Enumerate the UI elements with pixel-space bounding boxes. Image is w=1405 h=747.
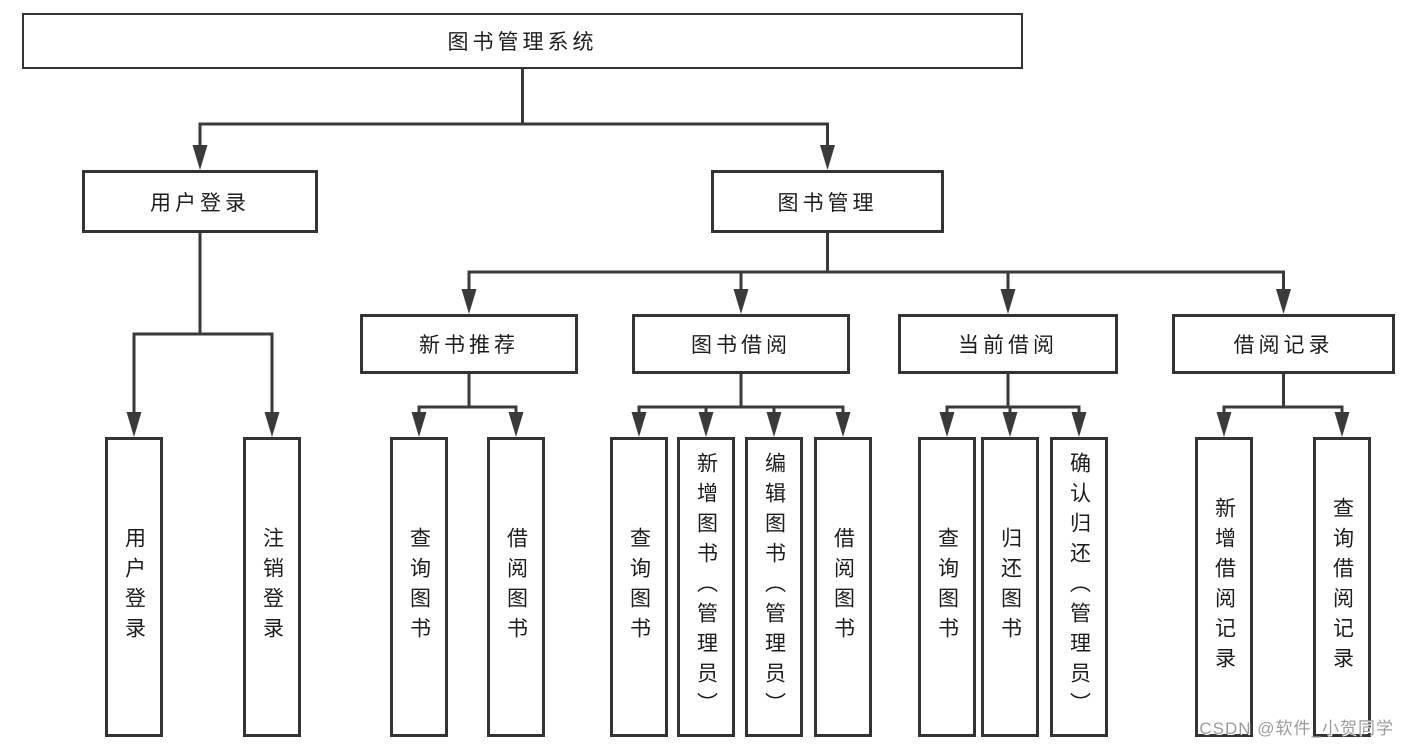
node-current-borrow: 当前借阅: [898, 314, 1118, 374]
node-label-leaf-bb-edit-book: 编辑图书（管理员）: [762, 452, 786, 722]
node-label-user-login: 用户登录: [150, 191, 250, 215]
node-leaf-bb-borrow-book: 借阅图书: [814, 437, 872, 737]
arrowhead-icon: [766, 412, 782, 437]
node-leaf-cb-return-book: 归还图书: [981, 437, 1039, 737]
node-label-leaf-user-login: 用户登录: [122, 527, 146, 647]
node-leaf-rec-query-book: 查询图书: [390, 437, 448, 737]
node-leaf-user-login: 用户登录: [105, 437, 163, 737]
node-label-leaf-bb-borrow-book: 借阅图书: [831, 527, 855, 647]
node-leaf-br-query-record: 查询借阅记录: [1313, 437, 1371, 737]
node-leaf-cb-query-book: 查询图书: [918, 437, 976, 737]
node-leaf-bb-edit-book: 编辑图书（管理员）: [745, 437, 803, 737]
arrowhead-icon: [631, 412, 647, 437]
arrowhead-icon: [1216, 412, 1232, 437]
arrowhead-icon: [1071, 412, 1087, 437]
arrowhead-icon: [733, 289, 749, 314]
node-label-current-borrow: 当前借阅: [958, 334, 1058, 357]
node-leaf-bb-add-book: 新增图书（管理员）: [677, 437, 735, 737]
node-root: 图书管理系统: [22, 13, 1023, 69]
node-label-book-borrow: 图书借阅: [691, 334, 791, 357]
node-leaf-bb-query-book: 查询图书: [610, 437, 668, 737]
node-label-leaf-br-query-record: 查询借阅记录: [1330, 497, 1354, 677]
node-label-leaf-rec-borrow-book: 借阅图书: [504, 527, 528, 647]
arrowhead-icon: [411, 412, 427, 437]
arrowhead-icon: [939, 412, 955, 437]
arrowhead-icon: [1276, 289, 1291, 314]
arrowhead-icon: [820, 145, 835, 170]
node-label-book-mgmt: 图书管理: [777, 191, 878, 215]
node-label-new-book-rec: 新书推荐: [419, 334, 519, 357]
arrowhead-icon: [1002, 412, 1018, 437]
node-label-leaf-cb-confirm-return: 确认归还（管理员）: [1067, 452, 1091, 722]
node-label-leaf-rec-query-book: 查询图书: [407, 527, 431, 647]
node-leaf-cb-confirm-return: 确认归还（管理员）: [1050, 437, 1108, 737]
arrowhead-icon: [192, 145, 208, 170]
node-leaf-rec-borrow-book: 借阅图书: [487, 437, 545, 737]
node-label-leaf-cb-query-book: 查询图书: [935, 527, 959, 647]
node-borrow-records: 借阅记录: [1172, 314, 1395, 374]
node-label-leaf-logout: 注销登录: [260, 527, 284, 647]
node-label-leaf-bb-query-book: 查询图书: [627, 527, 651, 647]
arrowhead-icon: [126, 412, 142, 437]
node-label-leaf-cb-return-book: 归还图书: [998, 527, 1022, 647]
arrowhead-icon: [264, 412, 280, 437]
node-new-book-rec: 新书推荐: [360, 314, 578, 374]
node-label-leaf-bb-add-book: 新增图书（管理员）: [694, 452, 718, 722]
arrowhead-icon: [1334, 412, 1350, 437]
node-label-root: 图书管理系统: [447, 31, 598, 54]
arrowhead-icon: [461, 289, 477, 314]
arrowhead-icon: [698, 412, 714, 437]
node-leaf-br-add-record: 新增借阅记录: [1195, 437, 1253, 737]
node-leaf-logout: 注销登录: [243, 437, 301, 737]
node-book-borrow: 图书借阅: [632, 314, 850, 374]
node-label-borrow-records: 借阅记录: [1233, 334, 1334, 357]
arrowhead-icon: [508, 412, 524, 437]
node-label-leaf-br-add-record: 新增借阅记录: [1212, 497, 1236, 677]
node-book-mgmt: 图书管理: [711, 170, 944, 233]
watermark: CSDN @软件_小贺同学: [1199, 719, 1394, 738]
arrowhead-icon: [835, 412, 851, 437]
arrowhead-icon: [1000, 289, 1016, 314]
node-user-login: 用户登录: [82, 170, 318, 233]
